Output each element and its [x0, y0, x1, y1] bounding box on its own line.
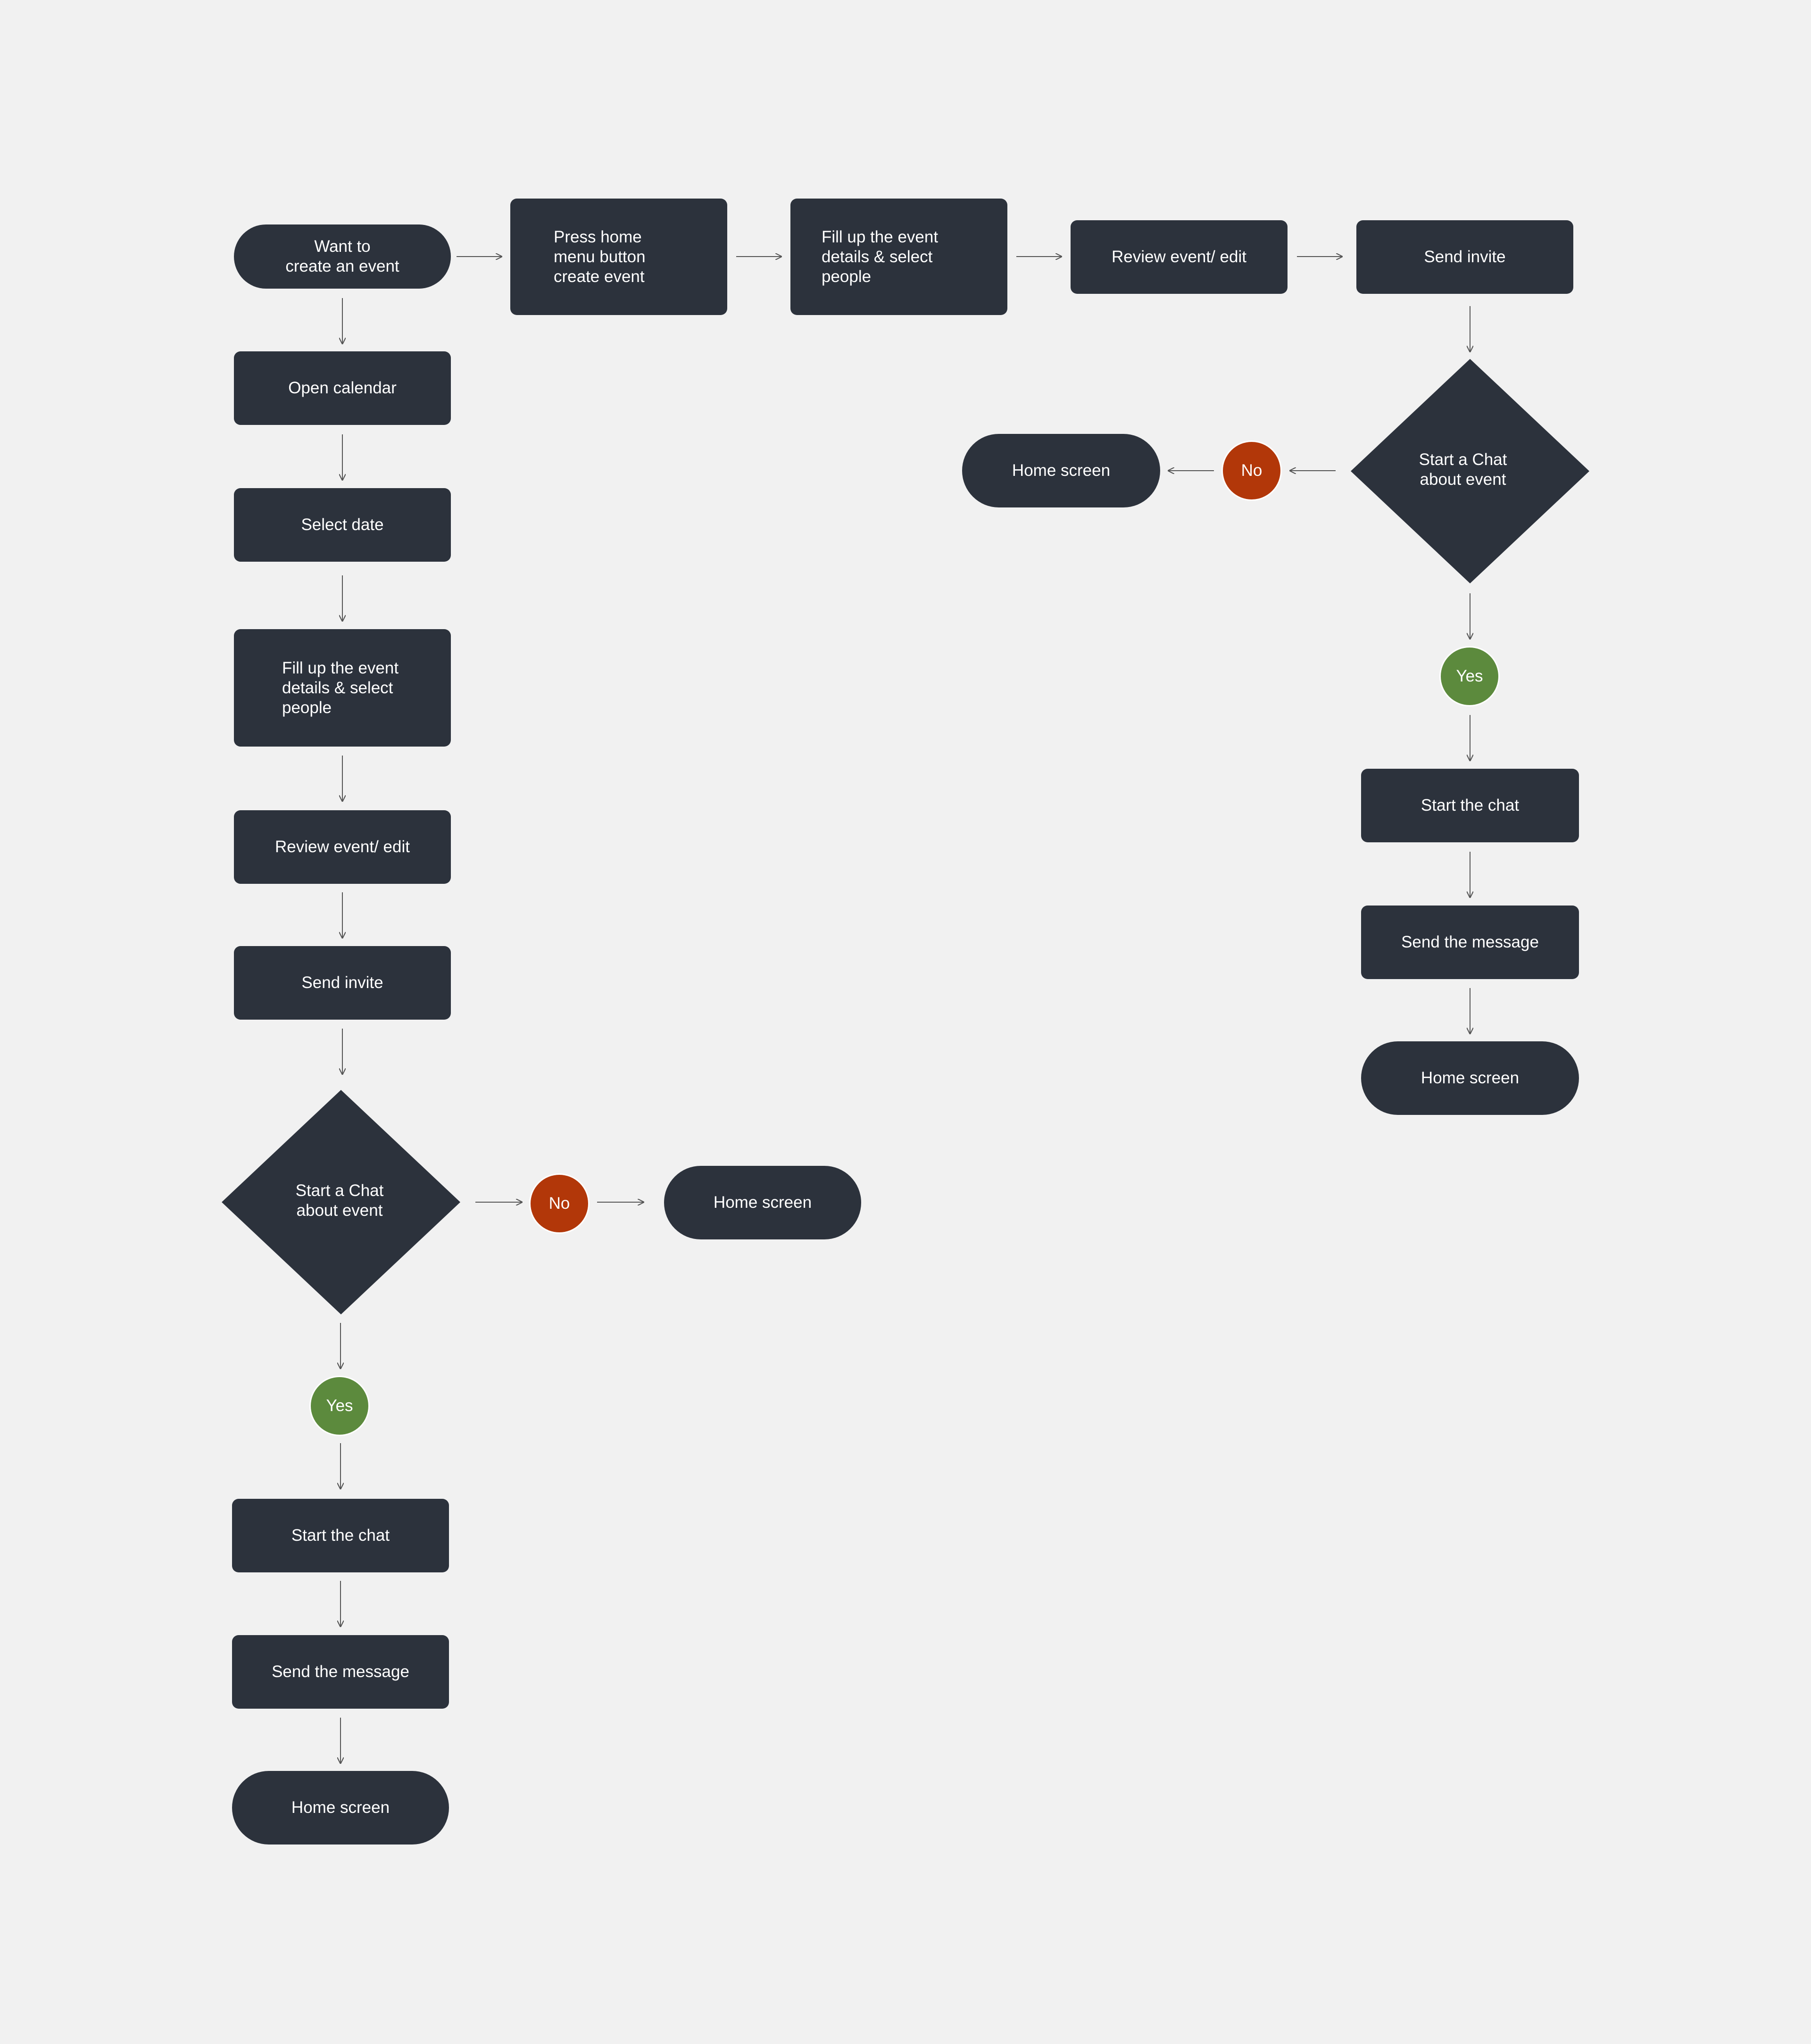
fill-details-b-node: Fill up the event details & select peopl…: [790, 199, 1007, 315]
no-badge: No: [529, 1173, 590, 1234]
send-invite-node: Send invite: [234, 946, 451, 1020]
yes-badge: Yes: [309, 1376, 370, 1436]
no-home-screen-node: Home screen: [664, 1166, 861, 1239]
send-message-node: Send the message: [232, 1635, 449, 1709]
decision-b-label: Start a Chat about event: [1419, 450, 1507, 489]
review-node: Review event/ edit: [234, 810, 451, 884]
review-b-node: Review event/ edit: [1071, 220, 1288, 294]
no-b-home-screen-node: Home screen: [962, 434, 1160, 507]
fill-details-node: Fill up the event details & select peopl…: [234, 629, 451, 747]
decision-label: Start a Chat about event: [295, 1181, 384, 1220]
open-calendar-node: Open calendar: [234, 351, 451, 425]
end-b-home-screen-node: Home screen: [1361, 1041, 1579, 1115]
press-home-node: Press home menu button create event: [510, 199, 727, 315]
start-node: Want to create an event: [234, 224, 451, 289]
send-message-b-node: Send the message: [1361, 906, 1579, 979]
yes-b-badge: Yes: [1439, 646, 1500, 706]
end-home-screen-node: Home screen: [232, 1771, 449, 1845]
no-b-badge: No: [1221, 440, 1282, 501]
start-chat-b-node: Start the chat: [1361, 769, 1579, 842]
select-date-node: Select date: [234, 488, 451, 562]
start-chat-node: Start the chat: [232, 1499, 449, 1572]
send-invite-b-node: Send invite: [1356, 220, 1573, 294]
